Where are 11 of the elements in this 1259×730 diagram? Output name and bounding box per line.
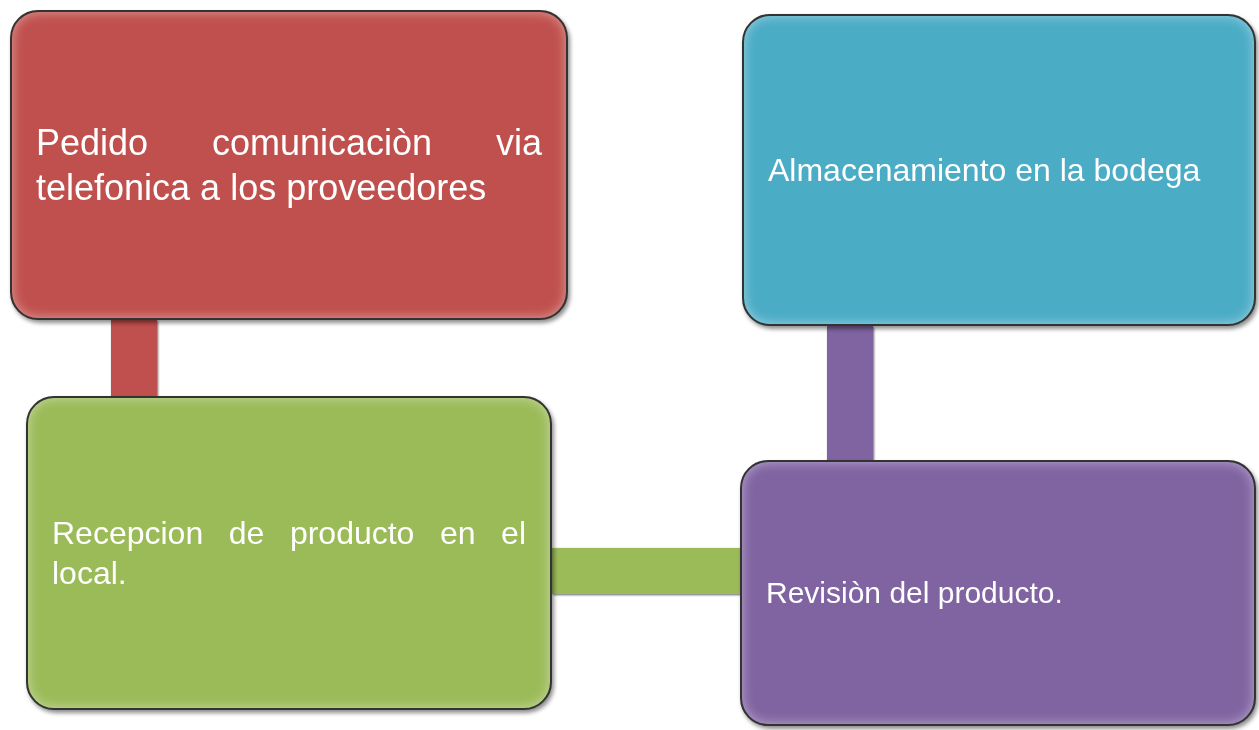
connector-bar xyxy=(827,326,873,460)
process-box xyxy=(740,460,1256,726)
connector-bar xyxy=(111,320,157,396)
connector-bar xyxy=(552,548,740,594)
process-box xyxy=(26,396,552,710)
box-text: Recepcion de producto en el local. xyxy=(52,514,526,593)
box-text: Almacenamiento en la bodega xyxy=(768,151,1202,190)
box-text: Revisiòn del producto. xyxy=(766,575,1064,612)
box-text: Pedido comunicaciòn via telefonica a los proveedores xyxy=(36,121,542,210)
process-box xyxy=(10,10,568,320)
process-box xyxy=(742,14,1256,326)
